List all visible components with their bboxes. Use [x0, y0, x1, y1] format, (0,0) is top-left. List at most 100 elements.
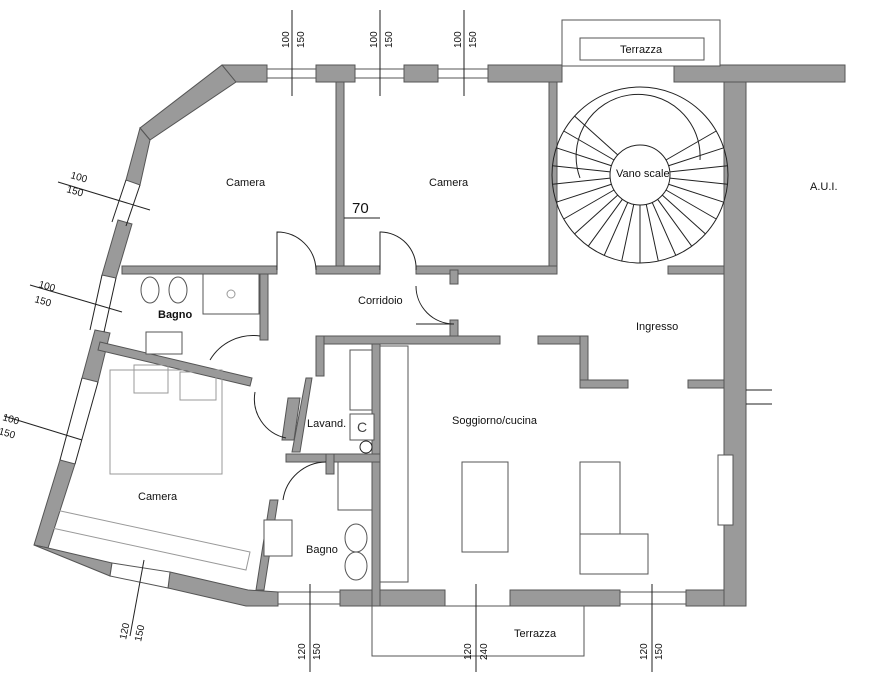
bagno1-shower [202, 273, 260, 315]
window-w3b [74, 381, 99, 465]
interior-walls [97, 81, 725, 607]
dim-b1-b: 150 [312, 643, 323, 660]
stair-tread [563, 130, 615, 161]
north-wall-seg4 [487, 64, 563, 83]
wall-ingresso-stub [579, 335, 589, 387]
wall-lavand-west [291, 377, 313, 453]
door-ingresso [415, 285, 455, 325]
stair-tread [651, 202, 677, 256]
window-w3 [59, 377, 83, 461]
dim-left-w1-b: 150 [65, 184, 84, 199]
dim-left-w2-b: 150 [33, 294, 52, 309]
dim-top-w3-b: 150 [468, 31, 479, 48]
dim-bl-b: 150 [133, 624, 147, 643]
pillow-1 [133, 364, 169, 394]
shower-drain [226, 289, 236, 299]
west-wall-lower [33, 459, 76, 549]
dim-top-w1-b: 150 [296, 31, 307, 48]
south-wall-seg2 [339, 589, 446, 607]
dim-b2-b: 240 [479, 643, 490, 660]
wall-living-north-a [315, 335, 501, 345]
dim-left-w3-b: 150 [0, 426, 17, 441]
window-east [717, 454, 734, 526]
stair-tread [668, 183, 724, 203]
label-bagno-upper: Bagno [158, 309, 193, 321]
lavand-shelf [349, 349, 373, 411]
window-s1 [277, 591, 341, 605]
terrazza-bottom [371, 605, 585, 657]
dim-b2-a: 120 [463, 643, 474, 660]
dim-b3-a: 120 [639, 643, 650, 660]
dim-top-w1-a: 100 [281, 31, 292, 48]
dim-bl-a: 120 [118, 622, 132, 641]
window-n3 [437, 68, 489, 79]
window-w2 [89, 274, 103, 331]
lavand-machine [349, 413, 375, 441]
dining-table [461, 461, 509, 553]
label-camera-bottom: Camera [138, 491, 178, 503]
stair-treads [552, 115, 728, 263]
wall-bagno-east [259, 273, 269, 341]
window-sw [109, 562, 171, 589]
label-vano-scale: Vano scale [616, 168, 670, 180]
north-west-diagonal [139, 64, 237, 141]
dim-b3-b: 150 [654, 643, 665, 660]
dim-line-sw [129, 559, 145, 637]
label-corridoio: Corridoio [358, 295, 403, 307]
label-camera-top-left: Camera [226, 177, 266, 189]
wall-stairs-south [667, 265, 725, 275]
stair-tread [556, 147, 612, 167]
stair-tread [661, 194, 706, 235]
wall-ingresso-stub2 [579, 379, 629, 389]
pillow-2 [179, 371, 217, 401]
stair-tread [552, 177, 611, 185]
dim-top-w2-b: 150 [384, 31, 395, 48]
south-west-diagonal [33, 544, 113, 577]
wall-living-west [371, 343, 381, 607]
door-camera1 [276, 231, 317, 271]
window-s2 [619, 591, 687, 605]
wall-bagno-south [97, 341, 253, 387]
dim-line-w2 [29, 284, 123, 313]
dim-line-w1 [57, 181, 151, 211]
stair-tread [574, 194, 619, 235]
bagno1-wc [140, 276, 160, 304]
label-terrazza-bottom: Terrazza [514, 628, 557, 640]
kitchen-counter [379, 345, 409, 583]
stair-tread [669, 177, 728, 185]
doors [209, 231, 455, 501]
south-wall-seg3 [509, 589, 621, 607]
spiral-stair [551, 86, 729, 264]
dimension-labels: 100 150 100 150 100 150 70 100 150 100 1… [0, 31, 665, 660]
stair-arrow-path [575, 93, 701, 179]
label-bagno-lower: Bagno [306, 544, 338, 556]
label-camera-top-center: Camera [429, 177, 469, 189]
wall-camera1-camera2 [335, 81, 345, 271]
wall-camera1-south-b [315, 265, 381, 275]
bagno1-sink [145, 331, 183, 355]
wardrobe [51, 509, 251, 571]
dim-b1-a: 120 [297, 643, 308, 660]
label-terrazza-top: Terrazza [620, 44, 663, 56]
window-w2b [103, 277, 117, 333]
bagno1-bidet [168, 276, 188, 304]
north-wall-seg3 [403, 64, 439, 83]
boiler [359, 440, 373, 454]
stair-tread [574, 115, 619, 156]
west-wall-upper [125, 126, 151, 186]
stair-tread [668, 147, 724, 167]
label-ingresso: Ingresso [636, 321, 678, 333]
wall-camera3-door [281, 397, 301, 441]
dim-left-w1-a: 100 [69, 170, 88, 185]
wall-ingresso-right [687, 379, 725, 389]
bagno2-sink [337, 461, 373, 511]
wall-corr-short [449, 269, 459, 285]
label-lavand-letter: C [357, 419, 367, 435]
stair-tread [645, 204, 659, 262]
dim-top-w3-a: 100 [453, 31, 464, 48]
dimension-lines [3, 10, 772, 672]
stair-tread [552, 165, 611, 173]
stair-tread [657, 198, 693, 247]
wall-camera2-stairs [548, 81, 558, 271]
